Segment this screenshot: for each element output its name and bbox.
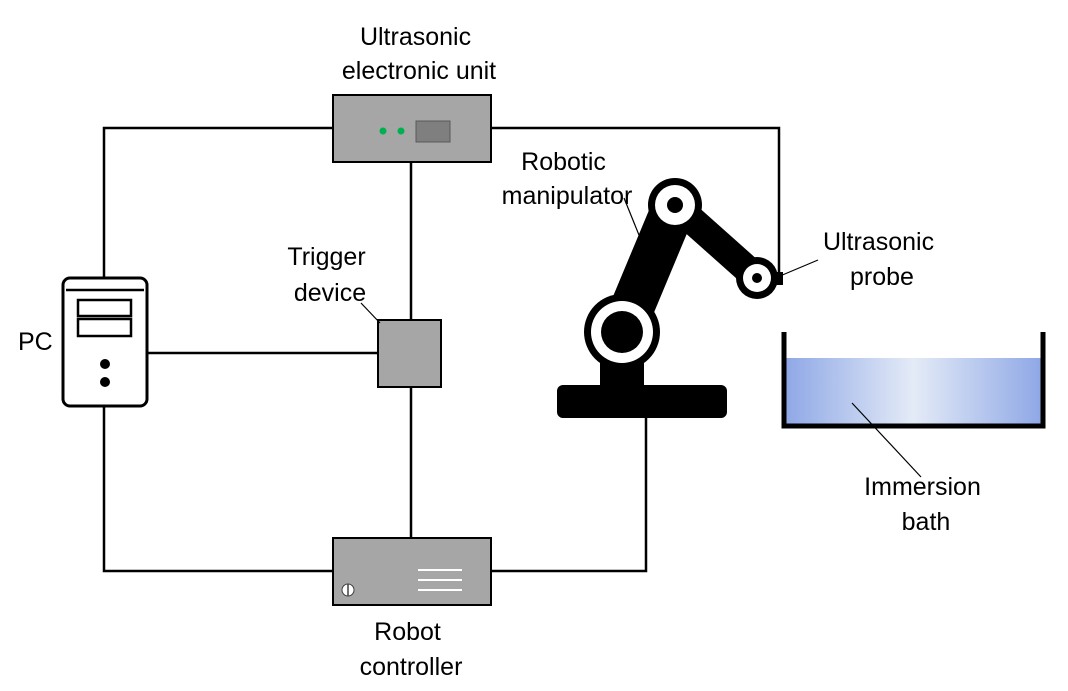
connection-wires: [102, 126, 781, 573]
leader-ultrasonic-probe: [779, 259, 819, 277]
trigger-device: [377, 319, 442, 388]
wire-pc-to-ultrasonic-unit: [102, 126, 333, 278]
status-led-2: [397, 127, 405, 135]
labels: Ultrasonic electronic unit Robotic manip…: [18, 23, 988, 681]
immersion-bath-icon: [781, 332, 1046, 429]
label-ultrasonic-probe: Ultrasonic probe: [823, 228, 941, 291]
wire-robot-controller-to-manipulator: [491, 418, 648, 573]
label-ultrasonic-electronic-unit: Ultrasonic electronic unit: [342, 23, 496, 85]
label-pc: PC: [18, 328, 53, 356]
wire-ultrasonic-unit-to-probe: [491, 126, 781, 277]
leader-robotic-manipulator: [623, 197, 642, 241]
leader-immersion-bath: [851, 402, 922, 478]
label-robot-controller: Robot controller: [360, 618, 463, 681]
ultrasonic-electronic-unit: [332, 94, 492, 163]
pc-button-1: [100, 359, 110, 369]
drive-bay-2: [76, 317, 133, 338]
pc-tower-icon: [61, 276, 149, 408]
label-trigger-device: Trigger device: [287, 243, 372, 307]
label-immersion-bath: Immersion bath: [864, 473, 988, 536]
pc-button-2: [100, 377, 110, 387]
drive-bay-1: [76, 298, 133, 318]
display-screen: [415, 120, 451, 143]
arm-base: [557, 385, 727, 418]
status-led-1: [379, 127, 387, 135]
ultrasonic-probe-tip: [775, 272, 783, 285]
wire-pc-to-robot-controller: [102, 406, 333, 573]
water: [786, 358, 1041, 424]
leader-lines: [360, 197, 922, 478]
robotic-manipulator-icon: [557, 178, 783, 418]
robot-controller: [332, 537, 492, 606]
label-robotic-manipulator: Robotic manipulator: [502, 148, 633, 210]
leader-trigger-device: [360, 302, 381, 324]
